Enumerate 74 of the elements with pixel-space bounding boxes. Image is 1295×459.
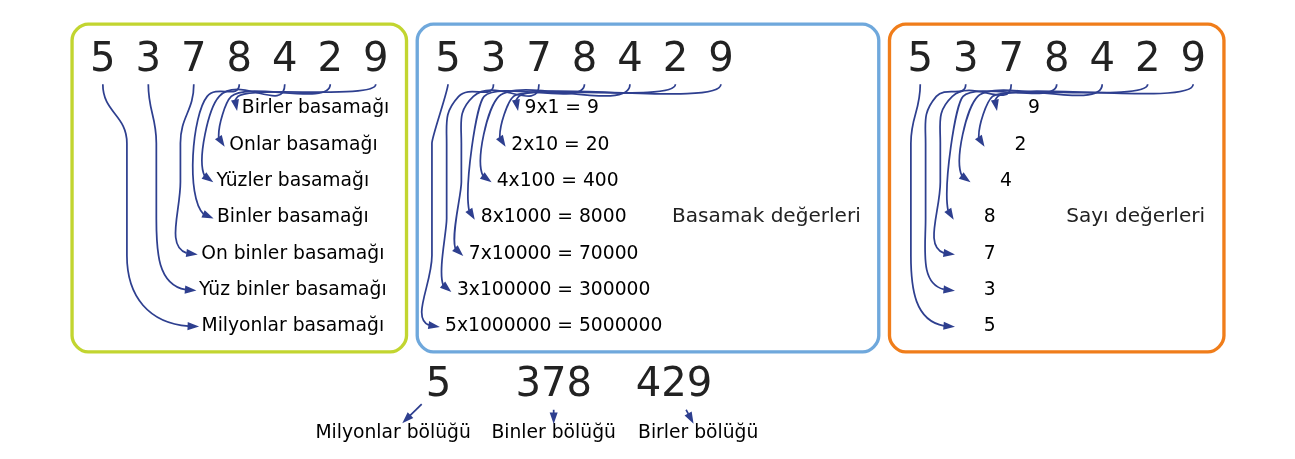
node-text: Birler basamağı xyxy=(241,96,389,118)
node-text: 9 xyxy=(707,33,734,80)
node-text: 3 xyxy=(480,33,506,80)
node-text: 4 xyxy=(271,33,298,80)
node-text: Onlar basamağı xyxy=(228,132,378,154)
arrow xyxy=(495,83,676,147)
arrow xyxy=(200,83,286,183)
node-text: 8 xyxy=(226,33,252,80)
node-text: 5 xyxy=(434,33,461,80)
node-text: 7 xyxy=(983,242,996,264)
arrow xyxy=(439,83,494,293)
label: Sayı değerleri xyxy=(1065,203,1205,228)
node-text: 4 xyxy=(999,168,1012,190)
node-text: Binler basamağı xyxy=(216,205,369,227)
cluster xyxy=(415,22,880,354)
arrow xyxy=(479,83,631,183)
node-text: 2 xyxy=(1134,33,1160,80)
node-text: 4 xyxy=(616,33,643,80)
label: Basamak değerleri xyxy=(671,203,861,228)
arrow xyxy=(923,83,967,294)
node-text: 5 xyxy=(89,33,116,80)
node-text: 378 xyxy=(514,359,592,406)
arrow xyxy=(974,83,1149,147)
node-text: 8 xyxy=(983,205,996,227)
node-text: Birler bölüğü xyxy=(637,421,758,443)
cluster xyxy=(887,22,1226,354)
node-text: 2 xyxy=(1014,132,1027,154)
arrow xyxy=(174,83,198,258)
arrow xyxy=(230,83,377,111)
node-text: 7x10000 = 70000 xyxy=(468,242,639,264)
arrow xyxy=(909,83,955,330)
node-text: 2x10 = 20 xyxy=(510,132,609,154)
node-text: 3 xyxy=(952,33,979,80)
arrow xyxy=(191,83,240,219)
arrow xyxy=(146,83,196,294)
node-text: 3x100000 = 300000 xyxy=(456,278,650,300)
node-text: 4x100 = 400 xyxy=(496,168,619,190)
node-text: 8 xyxy=(571,33,597,80)
node-text: 4 xyxy=(1088,33,1115,80)
node-text: 9x1 = 9 xyxy=(524,96,599,118)
node-text: 8x1000 = 8000 xyxy=(480,205,627,227)
node-text: 8 xyxy=(1043,33,1069,80)
node-text: 2 xyxy=(316,33,343,80)
arrow xyxy=(990,83,1194,111)
node-text: 2 xyxy=(662,33,688,80)
cluster xyxy=(69,22,408,354)
node-text: Milyonlar basamağı xyxy=(200,314,384,336)
arrow xyxy=(932,83,1012,257)
arrow xyxy=(958,83,1103,183)
node-text: 9 xyxy=(362,33,389,80)
node-text: On binler basamağı xyxy=(200,242,384,264)
node-text: 7 xyxy=(525,33,552,80)
arrow xyxy=(420,83,449,330)
arrow xyxy=(511,83,722,111)
node-text: Yüzler basamağı xyxy=(215,168,369,190)
arrow xyxy=(101,83,199,331)
node-text: 5x1000000 = 5000000 xyxy=(444,314,662,336)
arrow xyxy=(943,83,1058,220)
node-text: 5 xyxy=(983,314,996,336)
arrow xyxy=(464,83,585,220)
node-text: 9 xyxy=(1179,33,1206,80)
node-text: Milyonlar bölüğü xyxy=(314,421,471,443)
node-text: Binler bölüğü xyxy=(490,421,616,443)
arrow xyxy=(451,83,540,257)
node-text: 7 xyxy=(180,33,207,80)
arrow xyxy=(214,83,331,147)
node-text: 3 xyxy=(983,278,996,300)
node-text: 429 xyxy=(635,359,712,406)
node-text: 5 xyxy=(425,359,451,406)
node-text: 3 xyxy=(135,33,161,80)
node-text: 7 xyxy=(997,33,1024,80)
node-text: 9 xyxy=(1027,96,1040,118)
node-text: Yüz binler basamağı xyxy=(198,278,387,300)
node-text: 5 xyxy=(906,33,933,80)
